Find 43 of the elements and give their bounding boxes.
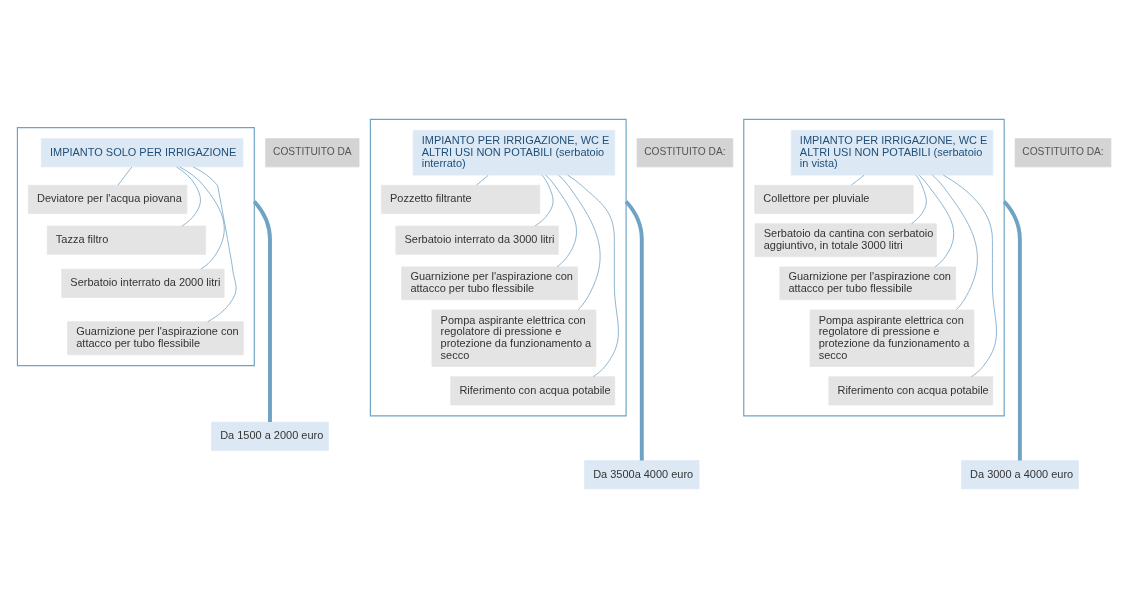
node-box: Serbatoio interrato da 2000 litri bbox=[61, 268, 225, 298]
node-box: Serbatoio interrato da 3000 litri bbox=[395, 225, 559, 255]
connector bbox=[851, 174, 865, 186]
node-box: Riferimento con acqua potabile bbox=[828, 376, 994, 406]
cluster bbox=[743, 118, 1005, 417]
connector bbox=[1002, 200, 1022, 461]
node-box: Serbatoio da cantina con serbatoio aggiuntivo, in totale 3000 litri bbox=[754, 223, 937, 258]
node-box: Da 3000 a 4000 euro bbox=[961, 460, 1079, 490]
node-label: COSTITUITO DA bbox=[273, 146, 352, 158]
node-box: Pozzetto filtrante bbox=[381, 184, 541, 214]
node-box: Guarnizione per l'aspirazione con attacco per tubo flessibile bbox=[67, 321, 244, 356]
connector bbox=[545, 174, 577, 268]
node-box: IMPIANTO SOLO PER IRRIGAZIONE bbox=[40, 138, 244, 168]
node-box: IMPIANTO PER IRRIGAZIONE, WC E ALTRI USI NON POTABILI (serbatoio in vista) bbox=[790, 130, 994, 176]
node-box: IMPIANTO PER IRRIGAZIONE, WC E ALTRI USI NON POTABILI (serbatoio interrato) bbox=[412, 130, 616, 176]
connector bbox=[193, 166, 237, 323]
node-box: Guarnizione per l'aspirazione con attacco per tubo flessibile bbox=[779, 266, 956, 301]
node-box: Da 3500a 4000 euro bbox=[584, 460, 700, 490]
connector bbox=[624, 200, 644, 461]
cluster bbox=[16, 127, 255, 367]
connector bbox=[911, 174, 927, 225]
cluster bbox=[369, 118, 627, 417]
node-box: Tazza filtro bbox=[46, 225, 207, 255]
node-box: Deviatore per l'acqua piovana bbox=[28, 184, 188, 214]
connector bbox=[176, 166, 201, 227]
node-label: COSTITUITO DA: bbox=[644, 146, 726, 158]
node-box: Da 1500 a 2000 euro bbox=[211, 421, 329, 451]
connector bbox=[932, 174, 978, 311]
connector bbox=[567, 174, 619, 377]
connector bbox=[534, 174, 554, 227]
node-box: Guarnizione per l'aspirazione con attacco per tubo flessibile bbox=[401, 266, 578, 301]
node-box: Pompa aspirante elettrica con regolatore di pressione e protezione da funzionamento a secco bbox=[809, 309, 975, 367]
connector bbox=[943, 174, 997, 377]
connector bbox=[179, 166, 225, 270]
node-box: Pompa aspirante elettrica con regolatore di pressione e protezione da funzionamento a secco bbox=[431, 309, 597, 367]
connector bbox=[252, 200, 272, 423]
connector bbox=[476, 174, 489, 186]
connector bbox=[918, 174, 955, 268]
node-box: Collettore per pluviale bbox=[754, 184, 914, 214]
node-box: Riferimento con acqua potabile bbox=[450, 376, 616, 406]
connector bbox=[117, 166, 133, 186]
node-label: COSTITUITO DA: bbox=[1022, 146, 1104, 158]
connector bbox=[558, 174, 601, 311]
